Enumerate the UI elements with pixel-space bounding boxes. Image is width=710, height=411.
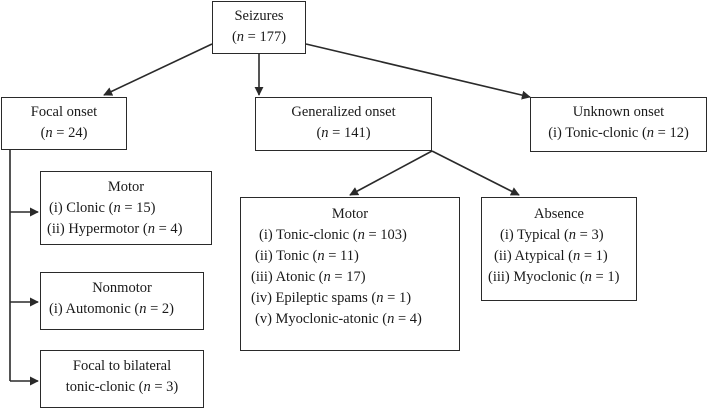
generalized-motor-item: (iii) Atonic (n = 17) — [251, 269, 366, 285]
generalized-motor-item: (ii) Tonic (n = 11) — [255, 248, 359, 264]
arrow-generalized-to-motor — [349, 150, 433, 196]
focal-nonmotor-item: (i) Automonic (n = 2) — [49, 301, 175, 317]
root-title: Seizures — [234, 8, 284, 24]
generalized-motor-item: (v) Myoclonic-atonic (n = 4) — [255, 311, 422, 327]
generalized-title: Generalized onset — [291, 104, 396, 120]
focal-motor-box: Motor (i) Clonic (n = 15) (ii) Hypermoto… — [40, 171, 212, 245]
generalized-motor-title: Motor — [331, 206, 369, 222]
focal-motor-item: (ii) Hypermotor (n = 4) — [47, 221, 183, 237]
absence-title: Absence — [534, 206, 584, 222]
absence-item: (ii) Atypical (n = 1) — [494, 248, 608, 264]
unknown-item: (i) Tonic-clonic (n = 12) — [548, 125, 689, 141]
absence-item: (i) Typical (n = 3) — [500, 227, 604, 243]
generalized-motor-item: (iv) Epileptic spams (n = 1) — [251, 290, 412, 306]
root-count: (n = 177) — [231, 29, 287, 45]
focal-count: (n = 24) — [40, 125, 88, 141]
arrow-root-to-unknown — [305, 43, 531, 100]
unknown-onset-box: Unknown onset (i) Tonic-clonic (n = 12) — [530, 97, 707, 152]
unknown-title: Unknown onset — [572, 104, 665, 120]
focal-nonmotor-box: Nonmotor (i) Automonic (n = 2) — [40, 272, 204, 330]
focal-nonmotor-title: Nonmotor — [92, 280, 152, 296]
generalized-onset-box: Generalized onset (n = 141) — [255, 97, 432, 151]
focal-title: Focal onset — [30, 104, 98, 120]
bilateral-line: tonic-clonic (n = 3) — [65, 379, 179, 395]
absence-item: (iii) Myoclonic (n = 1) — [488, 269, 620, 285]
focal-onset-box: Focal onset (n = 24) — [1, 97, 127, 150]
focal-to-bilateral-box: Focal to bilateral tonic-clonic (n = 3) — [40, 350, 204, 408]
arrow-root-to-focal — [103, 43, 213, 96]
seizures-root-box: Seizures (n = 177) — [212, 1, 306, 54]
generalized-count: (n = 141) — [316, 125, 371, 141]
generalized-motor-box: Motor (i) Tonic-clonic (n = 103) (ii) To… — [240, 197, 460, 351]
arrow-generalized-to-absence — [431, 150, 520, 196]
focal-motor-item: (i) Clonic (n = 15) — [49, 200, 156, 216]
generalized-motor-item: (i) Tonic-clonic (n = 103) — [259, 227, 407, 243]
generalized-absence-box: Absence (i) Typical (n = 3) (ii) Atypica… — [481, 197, 637, 301]
bilateral-line: Focal to bilateral — [72, 358, 172, 374]
focal-motor-title: Motor — [107, 179, 145, 195]
